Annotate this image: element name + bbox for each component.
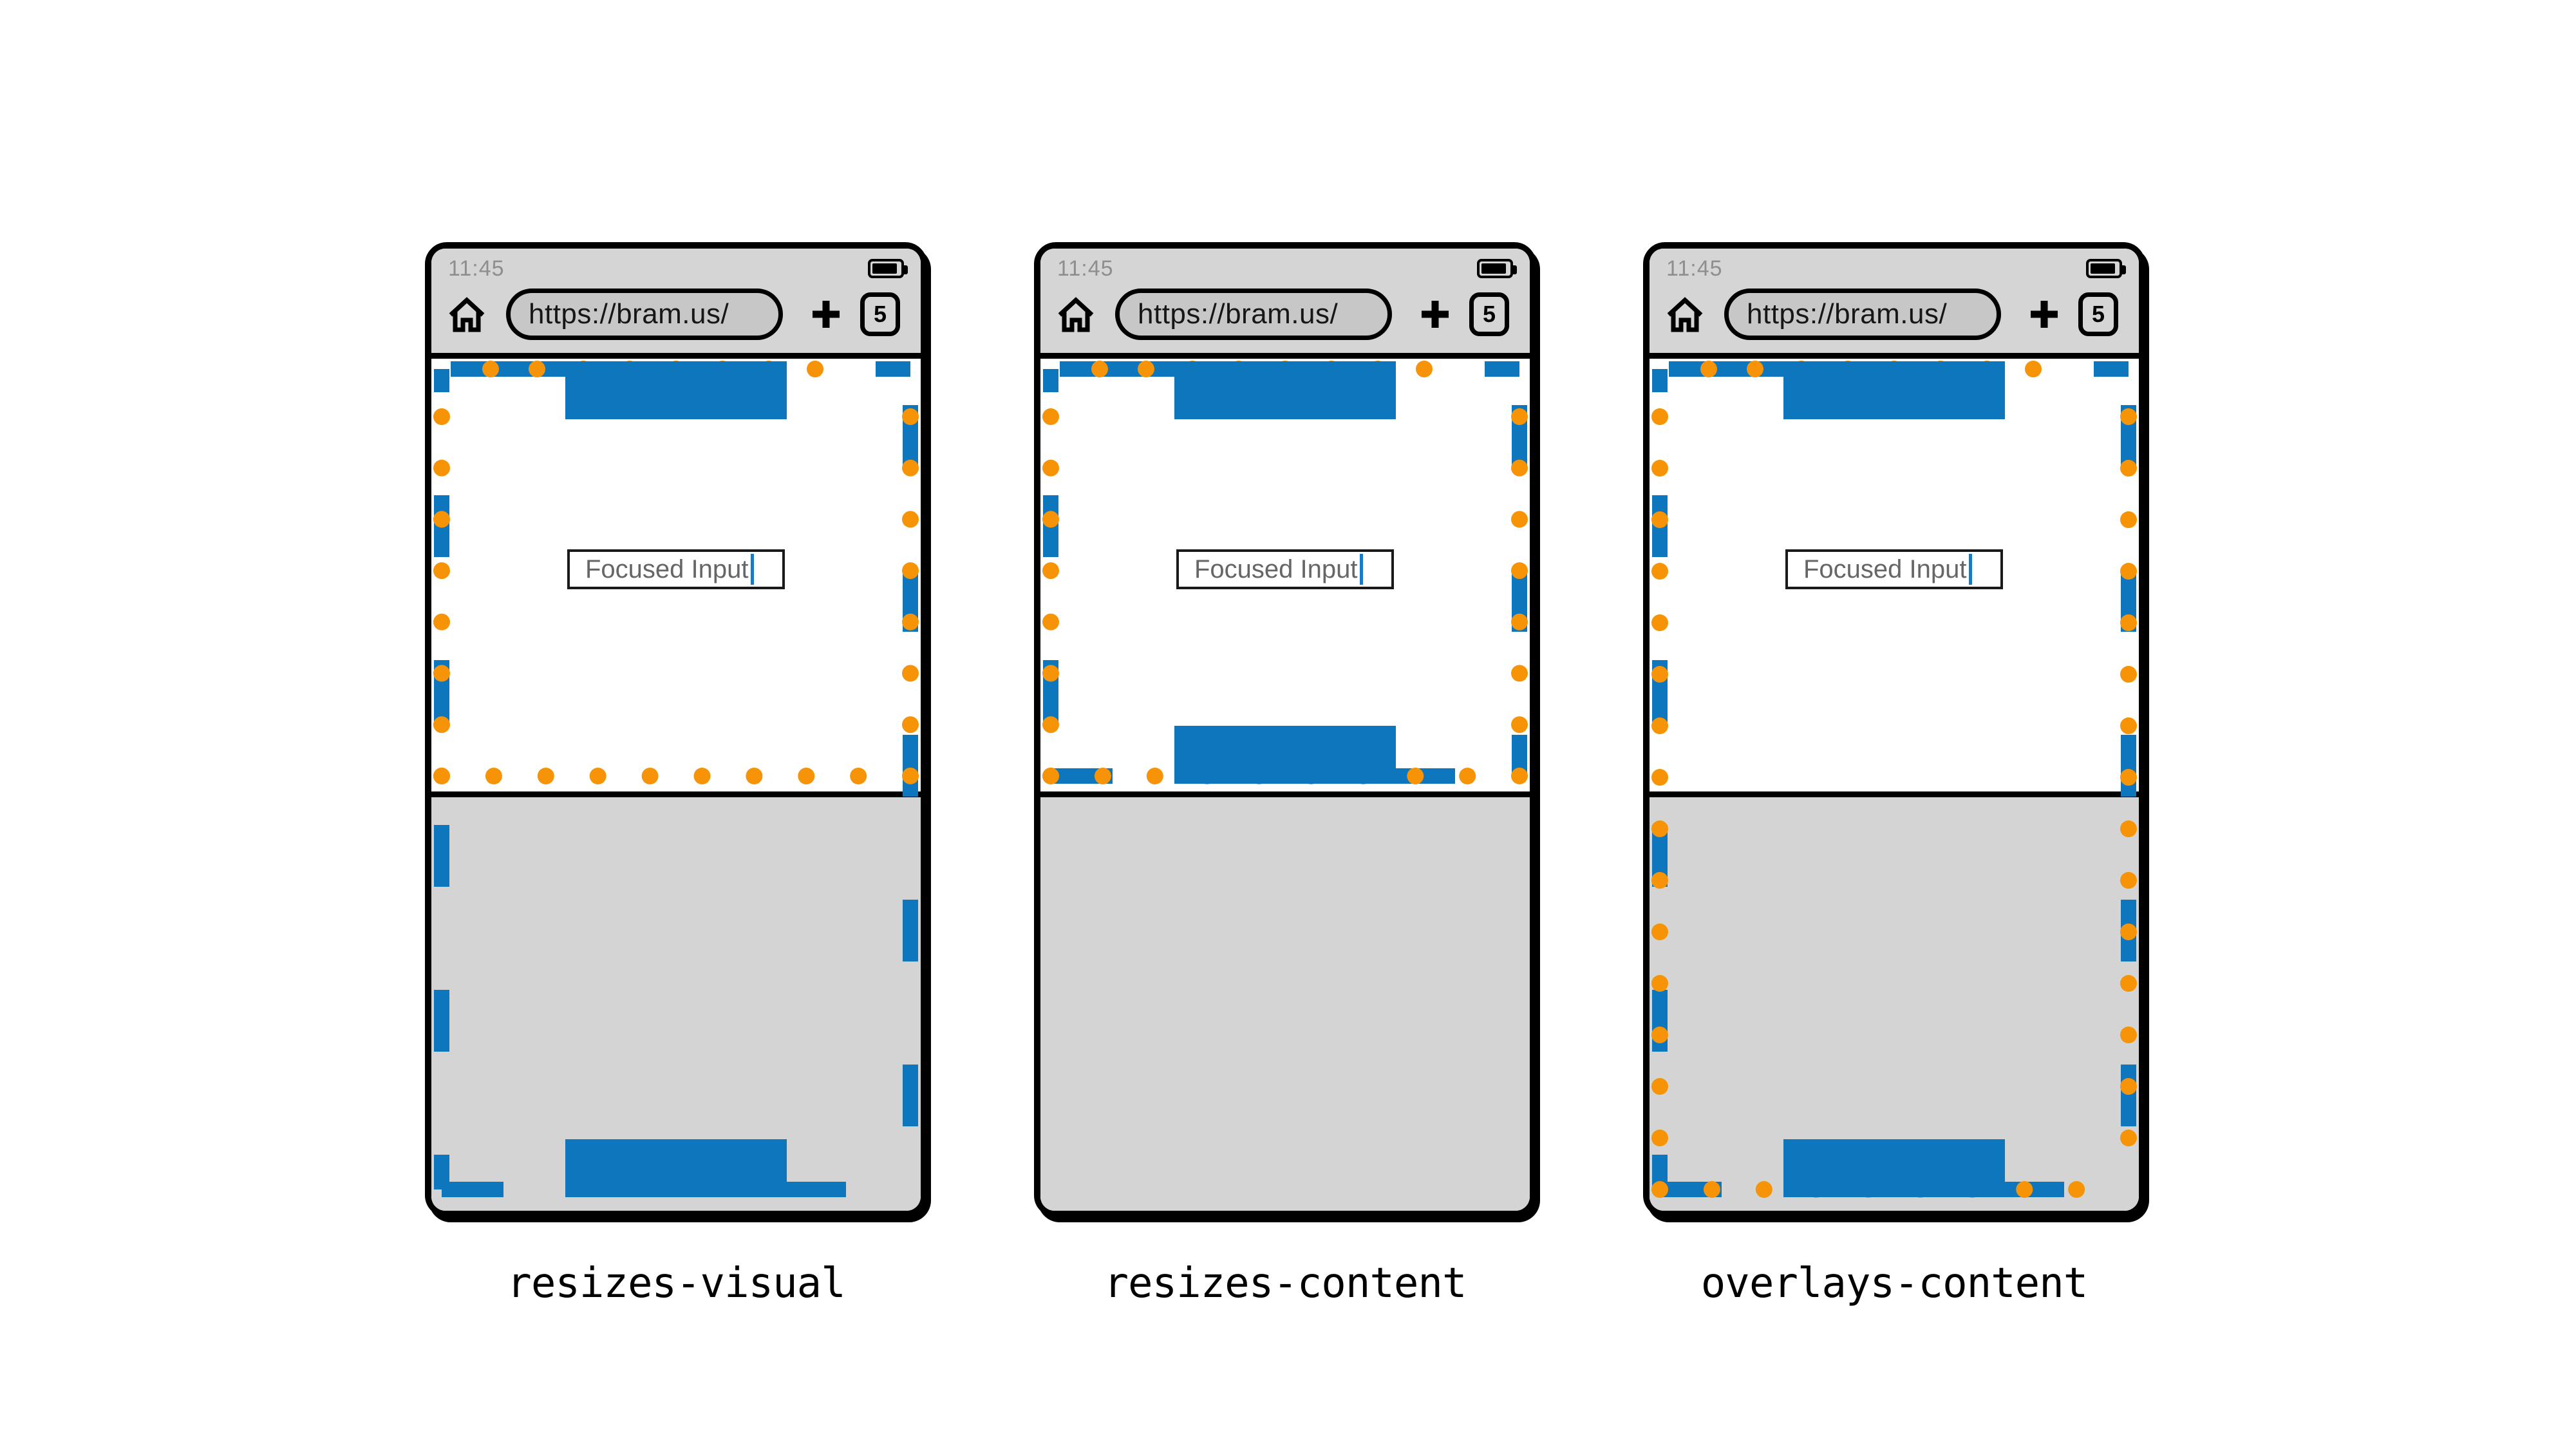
browser-toolbar: https://bram.us/ 5 <box>431 285 921 344</box>
page-viewport-area: Focused Input <box>1650 359 2139 1211</box>
page-viewport-area: Focused Input <box>431 359 921 1211</box>
battery-icon <box>2086 259 2126 278</box>
chrome-divider <box>431 353 921 359</box>
status-bar: 11:45 <box>431 249 921 281</box>
browser-toolbar: https://bram.us/ 5 <box>1650 285 2139 344</box>
phone-resizes-content: 11:45 https://bram.us/ 5 <box>1034 242 1536 1217</box>
tab-count: 5 <box>2091 301 2105 327</box>
focused-input[interactable]: Focused Input <box>1785 549 2003 589</box>
browser-chrome: 11:45 https://bram.us/ 5 <box>431 249 921 353</box>
phone-overlays-content: 11:45 https://bram.us/ 5 <box>1643 242 2145 1217</box>
new-tab-plus-icon[interactable] <box>2029 299 2059 329</box>
tab-count: 5 <box>1482 301 1496 327</box>
battery-icon <box>868 259 908 278</box>
chrome-divider <box>1650 353 2139 359</box>
focused-input[interactable]: Focused Input <box>567 549 785 589</box>
status-time: 11:45 <box>1666 256 1723 281</box>
url-text: https://bram.us/ <box>1138 298 1339 330</box>
phone-screen: 11:45 https://bram.us/ 5 <box>1040 249 1530 1211</box>
tab-count: 5 <box>873 301 887 327</box>
viewport-overlay <box>1651 361 2137 1198</box>
status-bar: 11:45 <box>1650 249 2139 281</box>
text-caret <box>1359 554 1363 585</box>
page-viewport-area: Focused Input <box>1040 359 1530 1211</box>
virtual-keyboard[interactable] <box>1040 791 1530 1211</box>
text-caret <box>1968 554 1972 585</box>
status-time: 11:45 <box>448 256 505 281</box>
caption-resizes-visual: resizes-visual <box>507 1260 845 1307</box>
fixed-footer-block <box>1783 1139 2005 1197</box>
viewport-overlay <box>1042 361 1528 784</box>
viewport-overlay <box>433 361 919 1197</box>
new-tab-plus-icon[interactable] <box>811 299 841 329</box>
phone-screen: 11:45 https://bram.us/ 5 <box>1650 249 2139 1211</box>
text-caret <box>750 554 754 585</box>
url-bar[interactable]: https://bram.us/ <box>1724 289 2001 340</box>
caption-resizes-content: resizes-content <box>1104 1260 1467 1307</box>
input-value: Focused Input <box>1803 554 1967 583</box>
tab-counter-button[interactable]: 5 <box>1469 292 1509 336</box>
status-bar: 11:45 <box>1040 249 1530 281</box>
url-bar[interactable]: https://bram.us/ <box>506 289 783 340</box>
new-tab-plus-icon[interactable] <box>1420 299 1450 329</box>
tab-counter-button[interactable]: 5 <box>2078 292 2118 336</box>
layout-viewport-border <box>1652 361 2136 1197</box>
browser-chrome: 11:45 https://bram.us/ 5 <box>1040 249 1530 353</box>
home-icon[interactable] <box>1056 296 1096 333</box>
phone-resizes-visual: 11:45 https://bram.us/ 5 <box>425 242 927 1217</box>
fixed-header-block <box>565 361 787 419</box>
url-text: https://bram.us/ <box>1747 298 1948 330</box>
visual-viewport-border <box>1651 361 2137 1198</box>
browser-toolbar: https://bram.us/ 5 <box>1040 285 1530 344</box>
home-icon[interactable] <box>1665 296 1705 333</box>
input-value: Focused Input <box>585 554 749 583</box>
caption-overlays-content: overlays-content <box>1700 1260 2089 1307</box>
chrome-divider <box>1040 353 1530 359</box>
url-bar[interactable]: https://bram.us/ <box>1115 289 1392 340</box>
layout-viewport-border <box>434 361 918 1197</box>
fixed-footer-block <box>565 1139 787 1197</box>
home-icon[interactable] <box>447 296 487 333</box>
phone-screen: 11:45 https://bram.us/ 5 <box>431 249 921 1211</box>
fixed-header-block <box>1783 361 2005 419</box>
focused-input[interactable]: Focused Input <box>1176 549 1394 589</box>
status-time: 11:45 <box>1057 256 1114 281</box>
battery-icon <box>1477 259 1517 278</box>
browser-chrome: 11:45 https://bram.us/ 5 <box>1650 249 2139 353</box>
input-value: Focused Input <box>1194 554 1358 583</box>
fixed-footer-block <box>1174 726 1396 784</box>
fixed-header-block <box>1174 361 1396 419</box>
url-text: https://bram.us/ <box>529 298 729 330</box>
tab-counter-button[interactable]: 5 <box>860 292 900 336</box>
